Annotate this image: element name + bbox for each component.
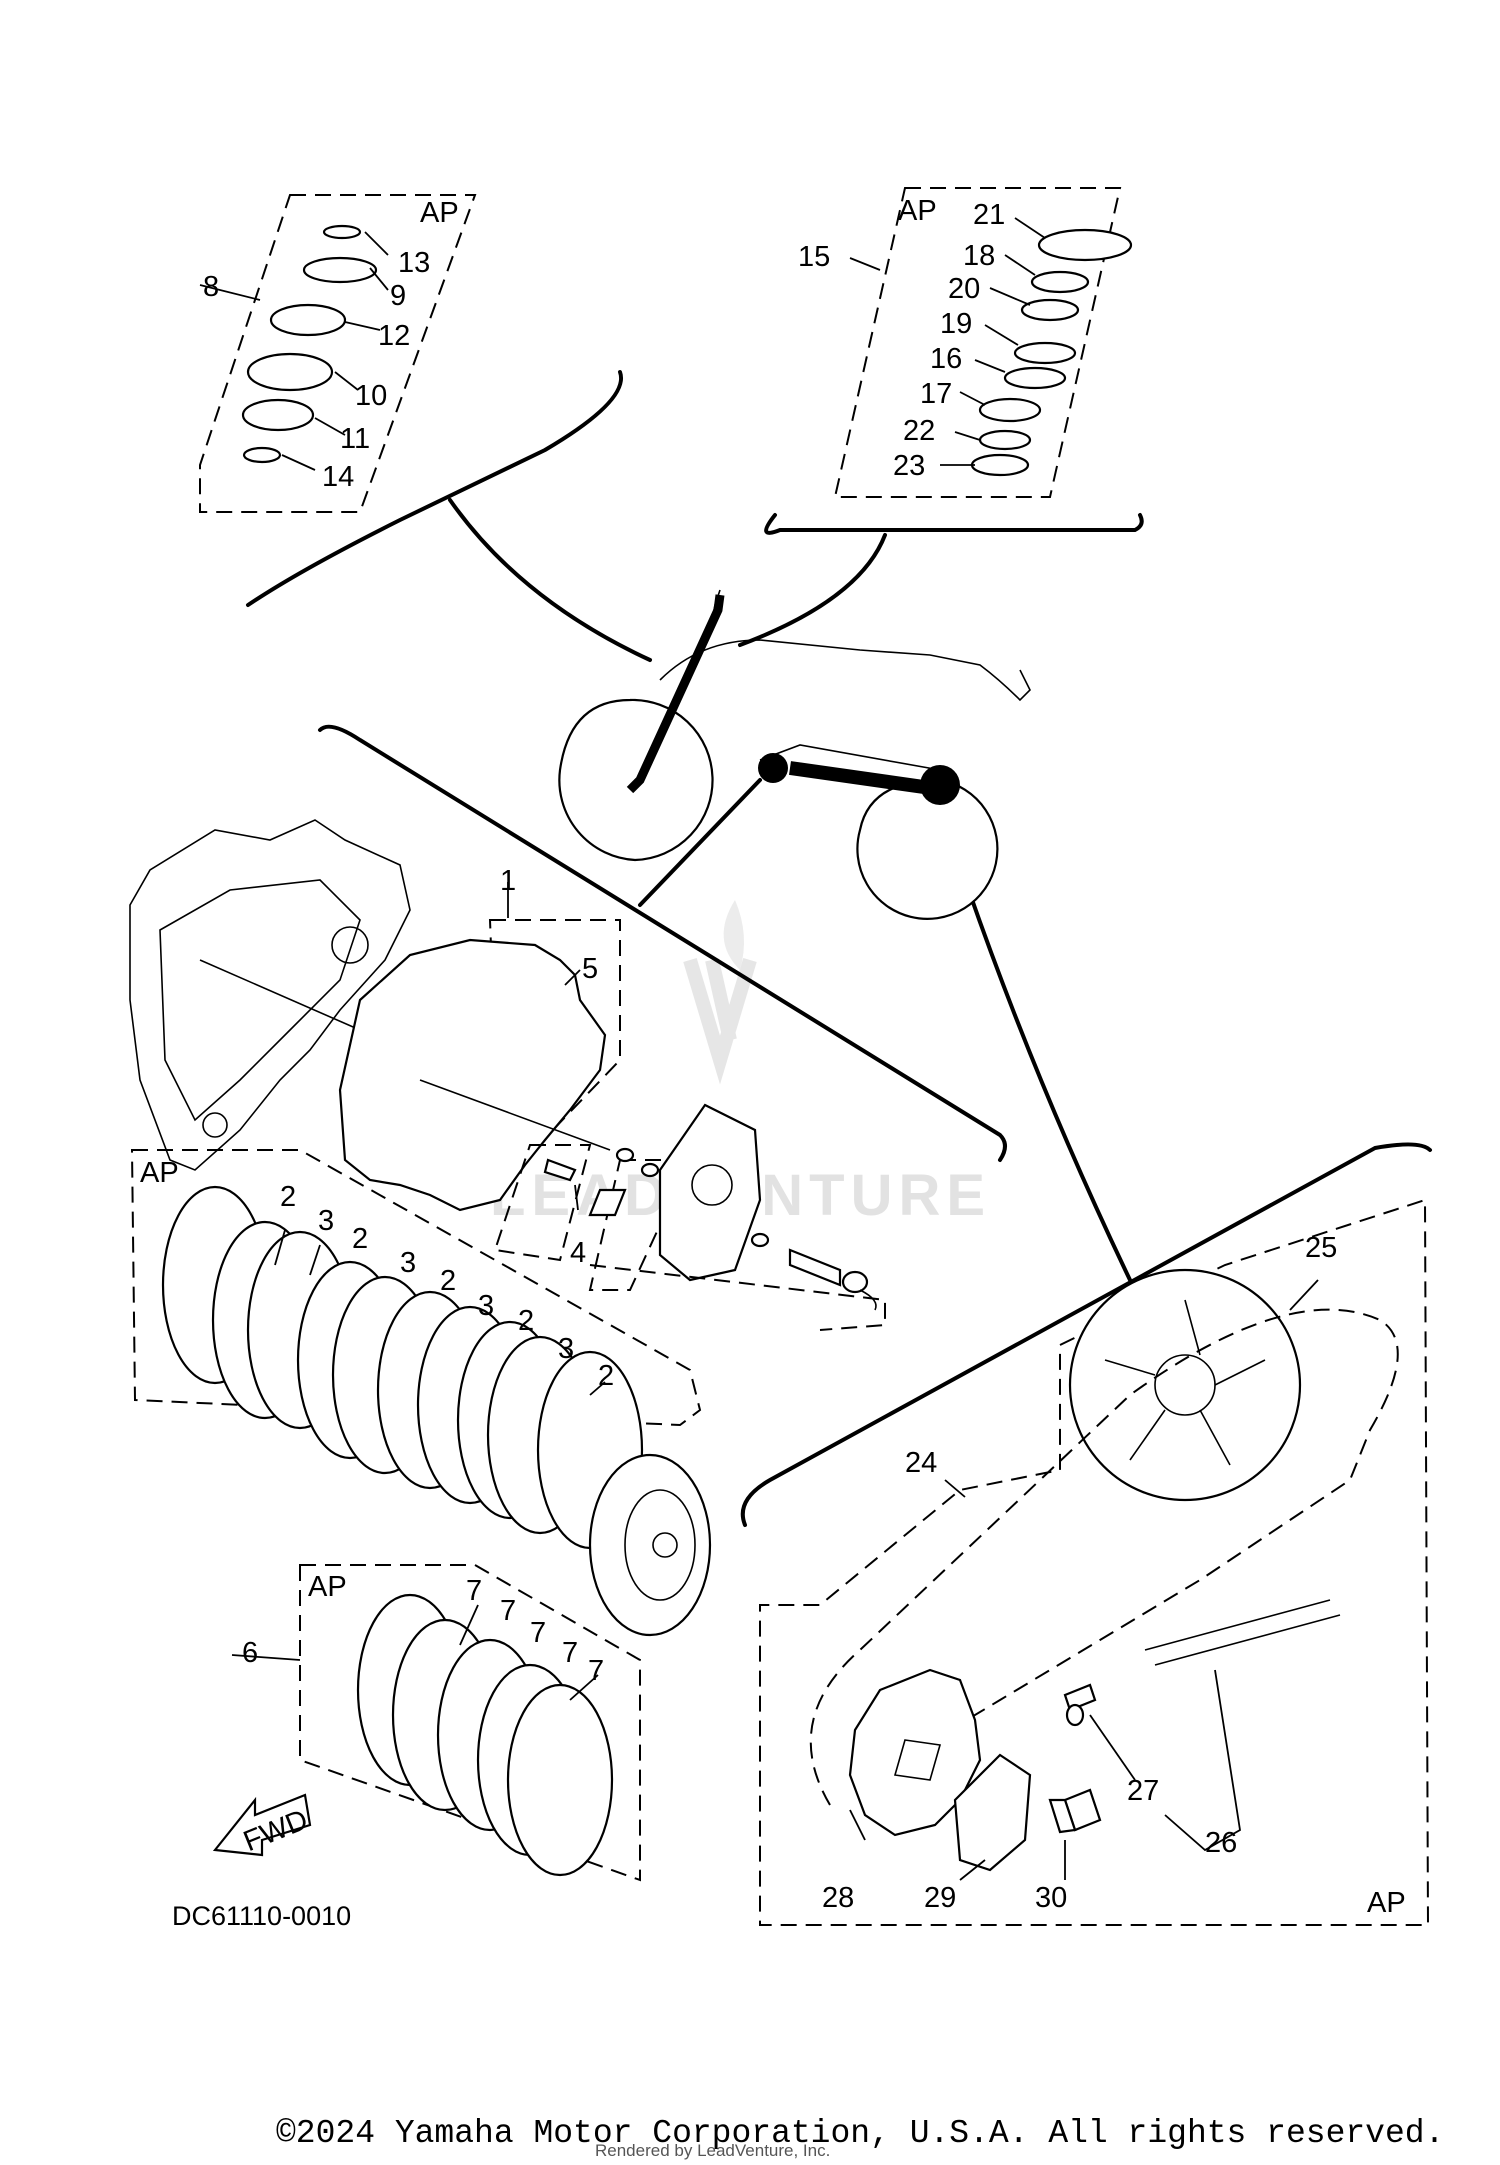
front-sprocket (848, 1668, 982, 1837)
callout-11: 11 (340, 423, 370, 455)
sprocket-bolt (1048, 1788, 1102, 1834)
callout-2: 2 (440, 1265, 456, 1297)
callout-13: 13 (398, 247, 430, 279)
ap-label: AP (420, 197, 459, 229)
callout-24: 24 (905, 1447, 937, 1479)
fwd-arrow: FWD (212, 1793, 312, 1858)
callout-2: 2 (280, 1181, 296, 1213)
clutch-cover-gasket (338, 919, 621, 1212)
ap-label: AP (898, 195, 937, 227)
diagram-code: DC61110-0010 (172, 1901, 351, 1931)
ap-label: AP (308, 1571, 347, 1603)
sprocket-lock-washer (953, 1753, 1032, 1872)
callout-17: 17 (920, 378, 952, 410)
callout-2: 2 (518, 1305, 534, 1337)
callout-7: 7 (588, 1655, 604, 1687)
callout-9: 9 (390, 280, 406, 312)
ap-box-drive-chain: AP (759, 1198, 1430, 1926)
ap-box-friction-plates: AP (299, 1564, 641, 1882)
callout-3: 3 (400, 1247, 416, 1279)
rear-sprocket (1068, 1268, 1302, 1502)
callout-3: 3 (478, 1290, 494, 1322)
callout-12: 12 (378, 320, 410, 352)
callout-3: 3 (558, 1333, 574, 1365)
callout-3: 3 (318, 1205, 334, 1237)
chain-joint (1063, 1683, 1097, 1727)
callout-15: 15 (798, 241, 830, 273)
callout-7: 7 (466, 1575, 482, 1607)
callout-8: 8 (203, 271, 219, 303)
callout-5: 5 (582, 953, 598, 985)
drive-chain (809, 1308, 1399, 1806)
ap-label: AP (140, 1157, 179, 1189)
callout-7: 7 (530, 1617, 546, 1649)
callout-21: 21 (973, 199, 1005, 231)
callout-6: 6 (242, 1637, 258, 1669)
ap-box-clutch-plates: AP (130, 1149, 712, 1637)
callout-27: 27 (1127, 1775, 1159, 1807)
callout-7: 7 (562, 1637, 578, 1669)
callout-29: 29 (924, 1882, 956, 1914)
ap-box-steering-bearings: AP (833, 187, 1133, 498)
callout-14: 14 (322, 461, 354, 493)
ap-box-drive-shaft-seals: AP (199, 194, 477, 513)
pressure-plate-assembly (493, 1103, 886, 1331)
leader-lines (199, 217, 1319, 1881)
callout-18: 18 (963, 240, 995, 272)
callout-4: 4 (570, 1237, 586, 1269)
clutch-hub (588, 1453, 712, 1637)
callout-7: 7 (500, 1595, 516, 1627)
ap-label: AP (1367, 1887, 1406, 1919)
callout-28: 28 (822, 1882, 854, 1914)
callout-19: 19 (940, 308, 972, 340)
callout-22: 22 (903, 415, 935, 447)
motorcycle-silhouette (558, 589, 1031, 920)
callout-16: 16 (930, 343, 962, 375)
callout-20: 20 (948, 273, 980, 305)
callout-labels: 1 2 2 2 2 2 3 3 3 3 4 5 6 7 7 7 7 7 8 9 … (203, 199, 1337, 1914)
callout-2: 2 (598, 1360, 614, 1392)
crankcase-cover (129, 819, 411, 1171)
callout-30: 30 (1035, 1882, 1067, 1914)
callout-10: 10 (355, 380, 387, 412)
callout-2: 2 (352, 1223, 368, 1255)
callout-1: 1 (500, 865, 516, 897)
callout-25: 25 (1305, 1232, 1337, 1264)
rendered-by: Rendered by LeadVenture, Inc. (595, 2141, 830, 2160)
copyright-notice: ©2024 Yamaha Motor Corporation, U.S.A. A… (276, 2115, 1445, 2152)
callout-23: 23 (893, 450, 925, 482)
callout-26: 26 (1205, 1827, 1237, 1859)
